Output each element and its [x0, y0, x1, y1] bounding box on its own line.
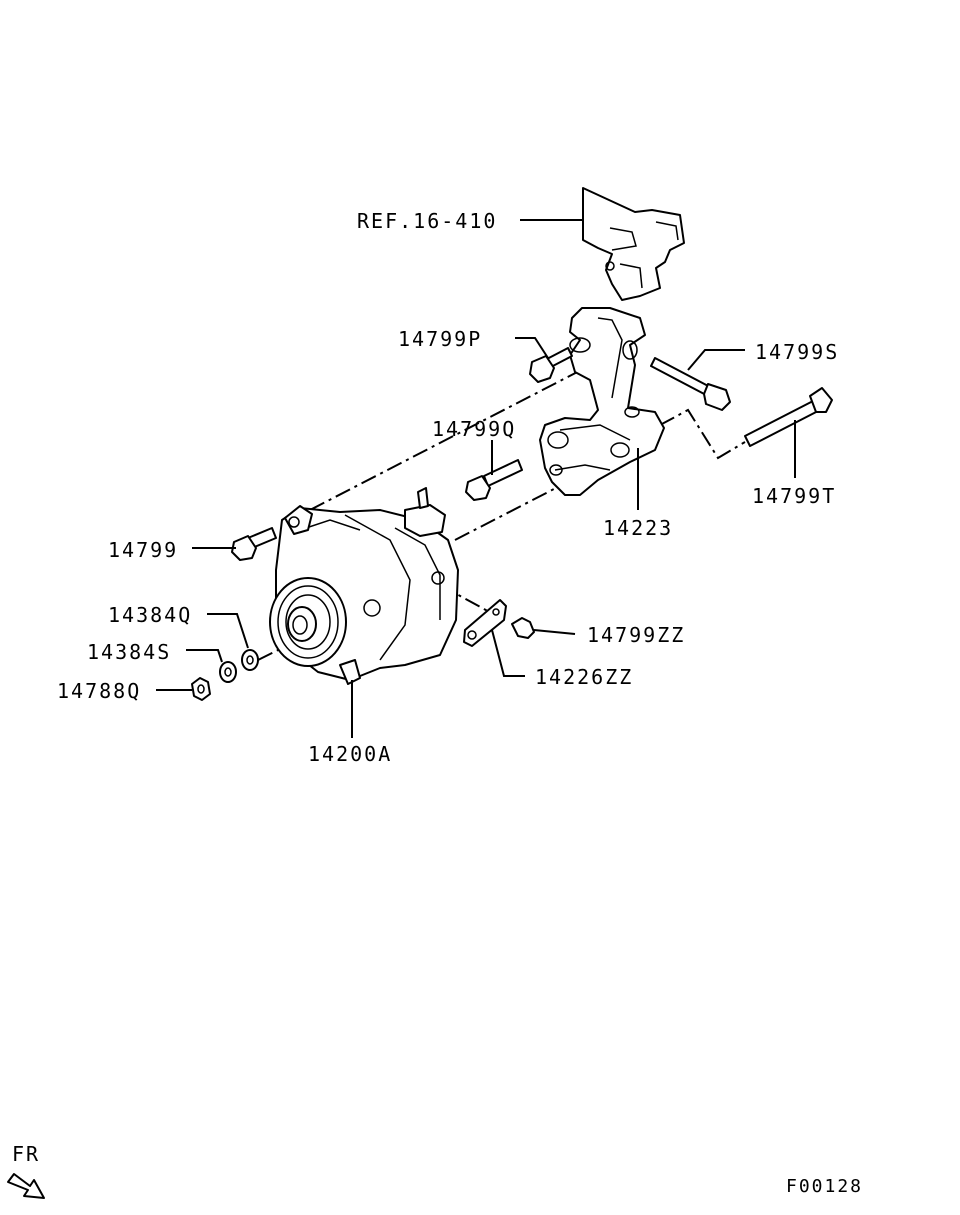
figure-code: F00128 [786, 1176, 863, 1197]
label-14384S: 14384S [87, 640, 171, 664]
engine-bracket-ref [582, 187, 685, 301]
label-14223: 14223 [603, 516, 673, 540]
bolt-14799Q [465, 459, 523, 501]
label-ref: REF.16-410 [357, 209, 497, 233]
label-14200A: 14200A [308, 742, 392, 766]
arrow-icon [7, 1173, 45, 1199]
plate-14226ZZ [463, 599, 507, 647]
label-14226ZZ: 14226ZZ [535, 665, 633, 689]
front-direction-arrow: FR [7, 1142, 45, 1199]
alternator-14200A [269, 487, 459, 685]
bolt-14799S [650, 357, 731, 411]
bolt-14799 [231, 527, 277, 561]
part-labels: REF.16-410 14799P 14799S 14799Q 14799T 1… [57, 209, 839, 766]
bolt-14799ZZ [511, 617, 535, 639]
washer-14384S [219, 661, 237, 683]
label-14384Q: 14384Q [108, 603, 192, 627]
label-14799S: 14799S [755, 340, 839, 364]
leader-lines [156, 219, 796, 738]
fr-label: FR [12, 1142, 40, 1166]
label-14799ZZ: 14799ZZ [587, 623, 685, 647]
bolt-14799T [744, 387, 833, 447]
nut-14788Q [191, 677, 211, 701]
label-14799P: 14799P [398, 327, 482, 351]
washer-14384Q [241, 649, 259, 671]
label-14799: 14799 [108, 538, 178, 562]
label-14788Q: 14788Q [57, 679, 141, 703]
bolt-14799P [529, 347, 573, 383]
label-14799T: 14799T [752, 484, 836, 508]
alternator-bracket-14223 [539, 307, 665, 496]
label-14799Q: 14799Q [432, 417, 516, 441]
